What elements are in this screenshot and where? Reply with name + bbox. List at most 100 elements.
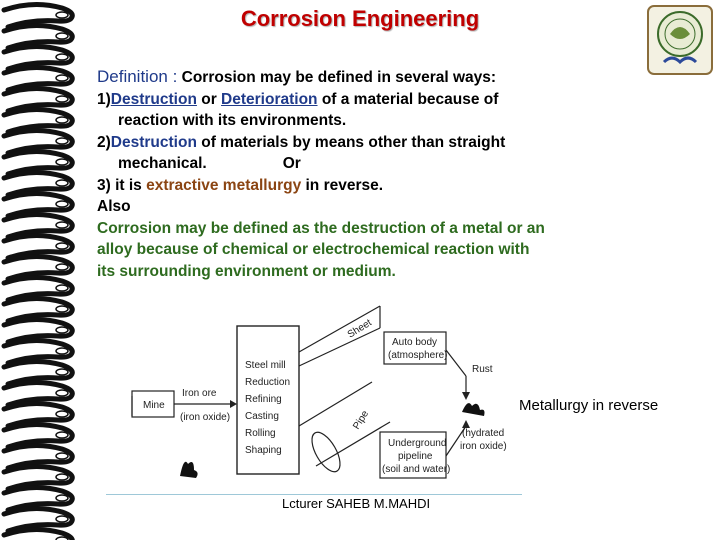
auto-body-label: Auto body	[392, 337, 437, 348]
binding-hole	[55, 368, 69, 376]
item-1-rest: of a material because of	[317, 90, 499, 108]
mill-step-5: Rolling	[245, 428, 276, 439]
binding-coil	[1, 380, 75, 408]
binding-hole	[55, 53, 69, 61]
binding-coil	[1, 464, 75, 492]
footer-lecturer: Lcturer SAHEB M.MAHDI	[282, 496, 431, 511]
binding-coil	[1, 422, 75, 450]
mill-step-6: Shaping	[245, 445, 282, 456]
binding-hole	[55, 158, 69, 166]
item-2-continuation: mechanical.Or	[97, 153, 657, 175]
mill-step-4: Casting	[245, 411, 279, 422]
binding-hole	[55, 536, 69, 540]
hydrated-label-2: iron oxide)	[460, 441, 507, 452]
binding-hole	[55, 74, 69, 82]
rust-label: Rust	[472, 364, 493, 375]
binding-coil	[1, 44, 75, 72]
item-1-continuation: reaction with its environments.	[118, 112, 347, 129]
binding-hole	[55, 200, 69, 208]
binding-hole	[55, 137, 69, 145]
ore-pile-icon	[180, 461, 198, 478]
binding-coil	[1, 107, 75, 135]
item-2-cont-text: mechanical.	[118, 155, 207, 172]
binding-hole	[55, 32, 69, 40]
corrosion-cycle-diagram: Mine Iron ore (iron oxide) Steel mill Re…	[131, 305, 507, 479]
atmosphere-label: (atmosphere)	[388, 350, 447, 361]
binding-hole	[55, 284, 69, 292]
binding-hole	[55, 11, 69, 19]
binding-hole	[55, 431, 69, 439]
pipeline-label-1: Underground	[388, 438, 446, 449]
university-seal-logo	[647, 5, 713, 75]
binding-coil	[1, 317, 75, 345]
binding-hole	[55, 263, 69, 271]
slide-title: Corrosion Engineering	[240, 6, 480, 31]
binding-coil	[1, 86, 75, 114]
binding-coil	[1, 401, 75, 429]
binding-hole	[55, 473, 69, 481]
binding-coil	[1, 23, 75, 51]
binding-hole	[55, 221, 69, 229]
definition-line: Definition : Corrosion may be defined in…	[97, 66, 657, 89]
spiral-binding	[1, 2, 75, 540]
rust-pile-icon	[462, 403, 485, 416]
binding-coil	[1, 65, 75, 93]
binding-hole	[55, 116, 69, 124]
binding-coil	[1, 275, 75, 303]
binding-coil	[1, 191, 75, 219]
auto-body-box	[383, 331, 447, 365]
pipeline-label-3: (soil and water)	[382, 464, 450, 475]
binding-coil	[1, 233, 75, 261]
item-1-number: 1)	[97, 90, 111, 108]
binding-coil	[1, 254, 75, 282]
item-3-post: in reverse.	[301, 176, 384, 194]
item-2-number: 2)	[97, 133, 111, 151]
binding-hole	[55, 515, 69, 523]
mine-label: Mine	[143, 400, 165, 411]
binding-hole	[55, 179, 69, 187]
footer-divider	[106, 494, 522, 495]
final-definition-1: Corrosion may be defined as the destruct…	[97, 219, 545, 237]
binding-coil	[1, 506, 75, 534]
item-3-pre: 3) it is	[97, 176, 147, 194]
binding-hole	[55, 389, 69, 397]
also-label: Also	[97, 198, 131, 215]
iron-ore-label: Iron ore	[182, 388, 217, 399]
pipeline-label-2: pipeline	[398, 451, 433, 462]
binding-coil	[1, 338, 75, 366]
binding-hole	[55, 494, 69, 502]
binding-coil	[1, 170, 75, 198]
mill-step-1: Steel mill	[245, 360, 286, 371]
binding-hole	[55, 347, 69, 355]
binding-coil	[1, 443, 75, 471]
hydrated-label-1: (hydrated	[462, 428, 504, 439]
binding-coil	[1, 485, 75, 513]
item-2-rest: of materials by means other than straigh…	[196, 133, 506, 151]
definition-intro: Corrosion may be defined in several ways…	[177, 69, 497, 86]
binding-coil	[1, 2, 75, 30]
item-1-or: or	[196, 90, 222, 108]
definition-label: Definition :	[97, 67, 178, 86]
binding-hole	[55, 305, 69, 313]
binding-hole	[55, 326, 69, 334]
binding-hole	[55, 242, 69, 250]
item-3: 3) it is extractive metallurgy in revers…	[97, 175, 657, 197]
binding-coil	[1, 128, 75, 156]
mill-step-2: Reduction	[245, 377, 290, 388]
extractive-metallurgy-term: extractive metallurgy	[146, 176, 302, 194]
item-1: 1)Destruction or Deterioration of a mate…	[97, 89, 657, 111]
binding-coil	[1, 296, 75, 324]
item-2: 2)Destruction of materials by means othe…	[97, 132, 657, 154]
pipe-label: Pipe	[351, 408, 371, 431]
binding-coil	[1, 149, 75, 177]
final-definition-3: its surrounding environment or medium.	[97, 262, 396, 280]
iron-oxide-label: (iron oxide)	[180, 412, 230, 423]
definition-block: Definition : Corrosion may be defined in…	[97, 66, 657, 282]
binding-hole	[55, 95, 69, 103]
mill-step-3: Refining	[245, 394, 282, 405]
binding-coil	[1, 212, 75, 240]
destruction-term-2: Destruction	[110, 133, 197, 151]
binding-coil	[1, 359, 75, 387]
binding-hole	[55, 452, 69, 460]
binding-hole	[55, 410, 69, 418]
